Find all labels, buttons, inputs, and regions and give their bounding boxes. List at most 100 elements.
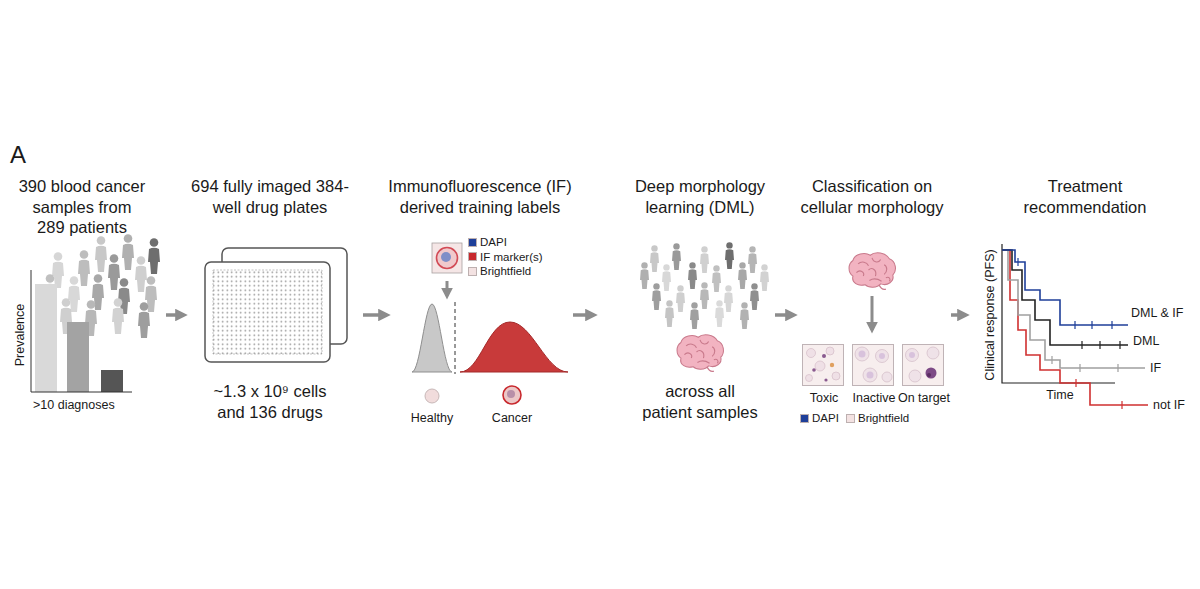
- distribution-plot: [412, 304, 452, 372]
- patient-crowd: [148, 238, 160, 274]
- class-label: Healthy: [411, 411, 453, 425]
- patient-crowd: [135, 256, 147, 292]
- legend-swatch: [468, 238, 477, 247]
- prevalence-bars: [31, 270, 132, 392]
- cell-image: [867, 372, 874, 379]
- stage-column: 390 blood cancer samples from 289 patien…: [5, 176, 163, 426]
- survival-plot: [1052, 356, 1118, 372]
- distribution-plot: [425, 389, 439, 403]
- result-image: On target: [902, 344, 944, 386]
- cell-image: [802, 344, 844, 386]
- if-image: [432, 243, 462, 273]
- legend-swatch: [468, 252, 477, 261]
- flow-arrow: [573, 313, 594, 317]
- cell-image: [852, 344, 894, 386]
- cell-image: [876, 350, 889, 363]
- cell-image: [824, 378, 827, 381]
- legend-item: DAPI: [468, 235, 507, 249]
- patient-crowd: [688, 262, 697, 289]
- stage-column: Classification on cellular morphologyTox…: [800, 176, 948, 426]
- curve-label: DML & IF: [1131, 306, 1183, 320]
- distribution-plot: [507, 390, 515, 398]
- legend-text: IF marker(s): [480, 250, 543, 264]
- cell-image: [830, 363, 834, 367]
- brain-icon: [849, 253, 895, 289]
- prevalence-bars: [67, 322, 89, 392]
- survival-plot: [1002, 250, 1148, 405]
- cell-image: [852, 344, 894, 386]
- survival-plot: [1002, 244, 1115, 383]
- class-label: Cancer: [492, 411, 532, 425]
- patient-crowd: [78, 250, 90, 286]
- survival-plot: [1002, 250, 1128, 325]
- patient-crowd: [738, 262, 747, 289]
- patient-crowd: [750, 283, 759, 310]
- patient-crowd: [44, 234, 160, 338]
- cell-image: [822, 354, 826, 358]
- if-image: [432, 243, 462, 273]
- cell-image: [902, 344, 944, 386]
- survival-plot: [1002, 244, 1148, 409]
- stage-heading: 390 blood cancer samples from 289 patien…: [18, 176, 147, 238]
- cell-image: [802, 344, 844, 386]
- flow-arrow: [951, 313, 966, 317]
- stage-caption: across all patient samples: [640, 381, 760, 422]
- cell-image: [863, 368, 877, 382]
- legend-swatch: [846, 414, 855, 423]
- drug-plates: [205, 248, 347, 362]
- stage-column: 694 fully imaged 384-well drug plates~1.…: [190, 176, 360, 426]
- axis-label: >10 diagnoses: [33, 398, 115, 412]
- legend-swatch: [468, 267, 477, 276]
- class-label: On target: [889, 391, 959, 406]
- patient-crowd: [748, 246, 757, 273]
- patient-crowd: [700, 246, 709, 273]
- stage-caption: ~1.3 x 10⁹ cells and 136 drugs: [205, 381, 335, 422]
- cell-image: [826, 347, 834, 355]
- result-image: Inactive: [852, 344, 894, 386]
- stage-heading: Immunofluorescence (IF) derived training…: [378, 176, 583, 217]
- legend-text: DAPI: [480, 235, 507, 249]
- legend-text: DAPI: [812, 411, 839, 425]
- flow-arrow: [775, 313, 794, 317]
- patient-crowd: [665, 300, 674, 327]
- patient-crowd: [725, 242, 734, 269]
- distribution-plot: [503, 386, 521, 404]
- flow-arrow: [166, 313, 184, 317]
- patient-crowd: [640, 242, 769, 329]
- axis-label: Time: [1046, 388, 1073, 402]
- stage-heading: 694 fully imaged 384-well drug plates: [180, 176, 360, 217]
- stage-heading: Treatment recommendation: [1013, 176, 1158, 217]
- cell-image: [879, 353, 885, 359]
- axis-label: Prevalence: [13, 304, 27, 367]
- patient-crowd: [52, 252, 64, 288]
- cell-image: [807, 349, 816, 358]
- panel-letter: A: [10, 141, 26, 169]
- class-label: Toxic: [789, 391, 859, 406]
- patient-crowd: [672, 243, 681, 270]
- survival-plot: [1076, 379, 1122, 409]
- patient-crowd: [650, 245, 659, 272]
- patient-crowd: [712, 265, 721, 292]
- cell-image: [806, 375, 813, 382]
- flow-arrow: [446, 281, 449, 296]
- cell-image: [926, 368, 937, 379]
- patient-crowd: [108, 254, 120, 290]
- distribution-plot: [455, 302, 456, 374]
- legend-text: Brightfield: [858, 411, 909, 425]
- curve-label: IF: [1150, 361, 1161, 375]
- legend-item: Brightfield: [468, 264, 531, 278]
- patient-crowd: [122, 234, 134, 270]
- legend-text: Brightfield: [480, 264, 531, 278]
- patient-crowd: [760, 264, 769, 291]
- patient-crowd: [138, 302, 150, 338]
- legend-item: Brightfield: [846, 411, 909, 425]
- patient-crowd: [715, 300, 724, 327]
- legend-swatch: [800, 414, 809, 423]
- patient-crowd: [652, 283, 661, 310]
- patient-crowd: [740, 302, 749, 329]
- legend-item: DAPI: [800, 411, 839, 425]
- patient-crowd: [724, 285, 733, 312]
- axis-label: Clinical response (PFS): [983, 249, 997, 380]
